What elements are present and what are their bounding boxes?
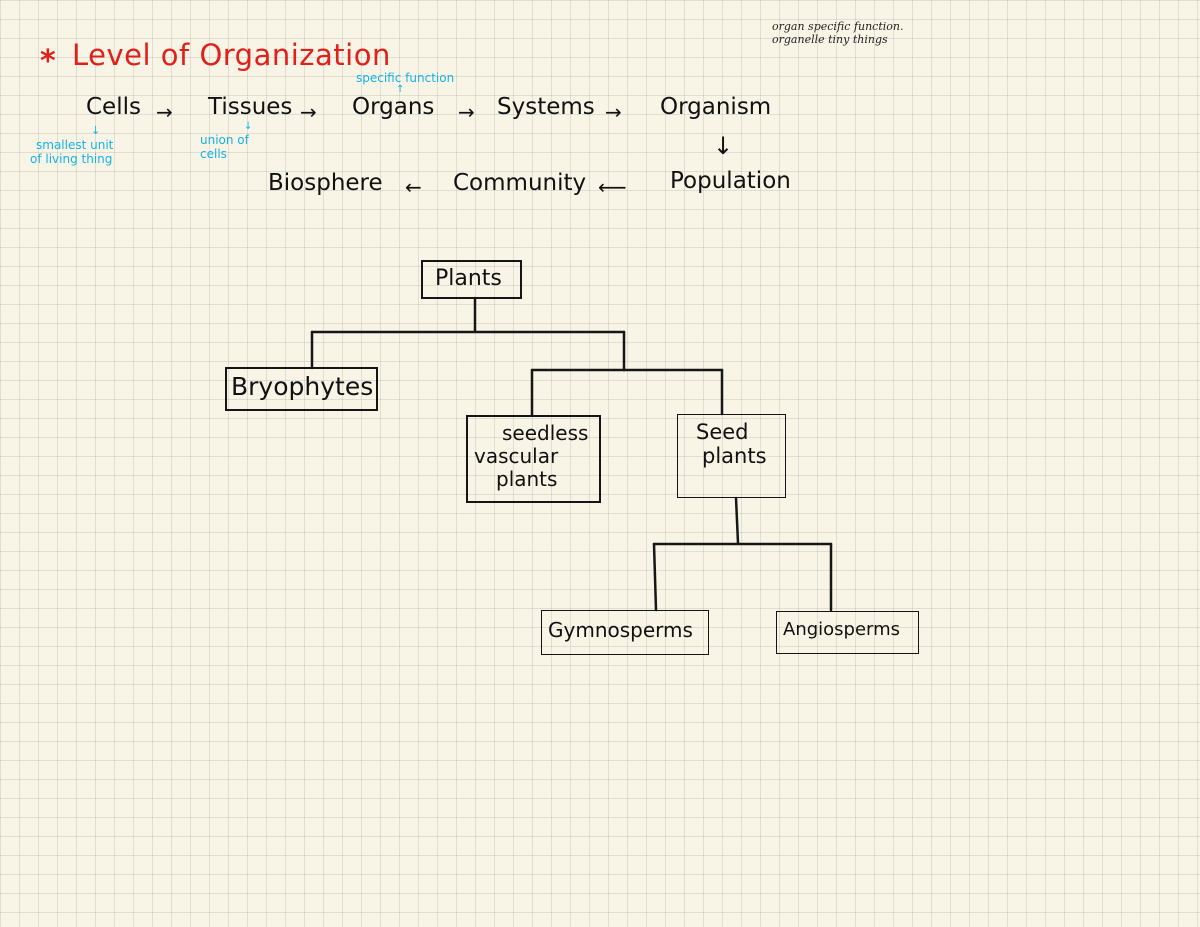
seed-label-line-1: Seed (696, 420, 749, 444)
arrow-right-icon: → (605, 100, 622, 124)
box-angiosperms: Angiosperms (776, 611, 919, 654)
chain-biosphere: Biosphere (268, 170, 383, 196)
seedless-label-line-1: seedless (502, 421, 589, 445)
box-gymnosperms: Gymnosperms (541, 610, 709, 655)
tissues-note-arrow-icon: ↓ (244, 121, 253, 132)
bryophytes-label: Bryophytes (231, 372, 374, 401)
arrow-right-icon: → (156, 100, 173, 124)
angiosperms-label: Angiosperms (783, 619, 901, 640)
chain-systems: Systems (497, 94, 595, 120)
cells-note-arrow-icon: ↓ (91, 124, 101, 137)
organs-note: specific function (356, 71, 455, 85)
tissues-note-line-2: cells (200, 147, 227, 161)
chain-population: Population (670, 168, 791, 194)
chain-community: Community (453, 170, 587, 196)
arrow-right-icon: → (458, 100, 475, 124)
cells-note-line-1: smallest unit (36, 138, 114, 152)
box-seedless-vascular-plants: seedless vascular plants (466, 415, 601, 503)
seed-label-line-2: plants (702, 444, 767, 469)
plants-label: Plants (435, 266, 502, 291)
chain-organs: Organs (352, 94, 435, 120)
gymnosperms-label: Gymnosperms (548, 618, 693, 642)
page-title: Level of Organization (72, 38, 391, 72)
seedless-label-line-2: vascular (474, 444, 559, 468)
cells-note-line-2: of living thing (30, 152, 113, 166)
chain-organism: Organism (660, 94, 772, 120)
arrow-left-icon: ⟵ (598, 175, 627, 199)
arrow-left-icon: ← (405, 175, 422, 199)
chain-cells: Cells (86, 94, 141, 120)
corner-note-line-1: organ specific function. (772, 20, 904, 33)
tissues-note: union of cells (200, 133, 249, 161)
organs-note-arrow-icon: ↑ (396, 84, 405, 95)
box-plants: Plants (421, 260, 522, 299)
chain-tissues: Tissues (208, 94, 293, 120)
arrow-down-icon: ↓ (713, 132, 734, 160)
seedless-label-line-3: plants (496, 467, 558, 491)
cells-note: smallest unit of living thing (30, 138, 114, 166)
corner-note: organ specific function. organelle tiny … (772, 20, 903, 46)
arrow-right-icon: → (300, 100, 317, 124)
corner-note-line-2: organelle tiny things (772, 33, 888, 46)
heading-asterisk-icon: * (40, 44, 56, 79)
tissues-note-line-1: union of (200, 133, 249, 147)
box-bryophytes: Bryophytes (225, 367, 378, 411)
box-seed-plants: Seed plants (677, 414, 786, 498)
